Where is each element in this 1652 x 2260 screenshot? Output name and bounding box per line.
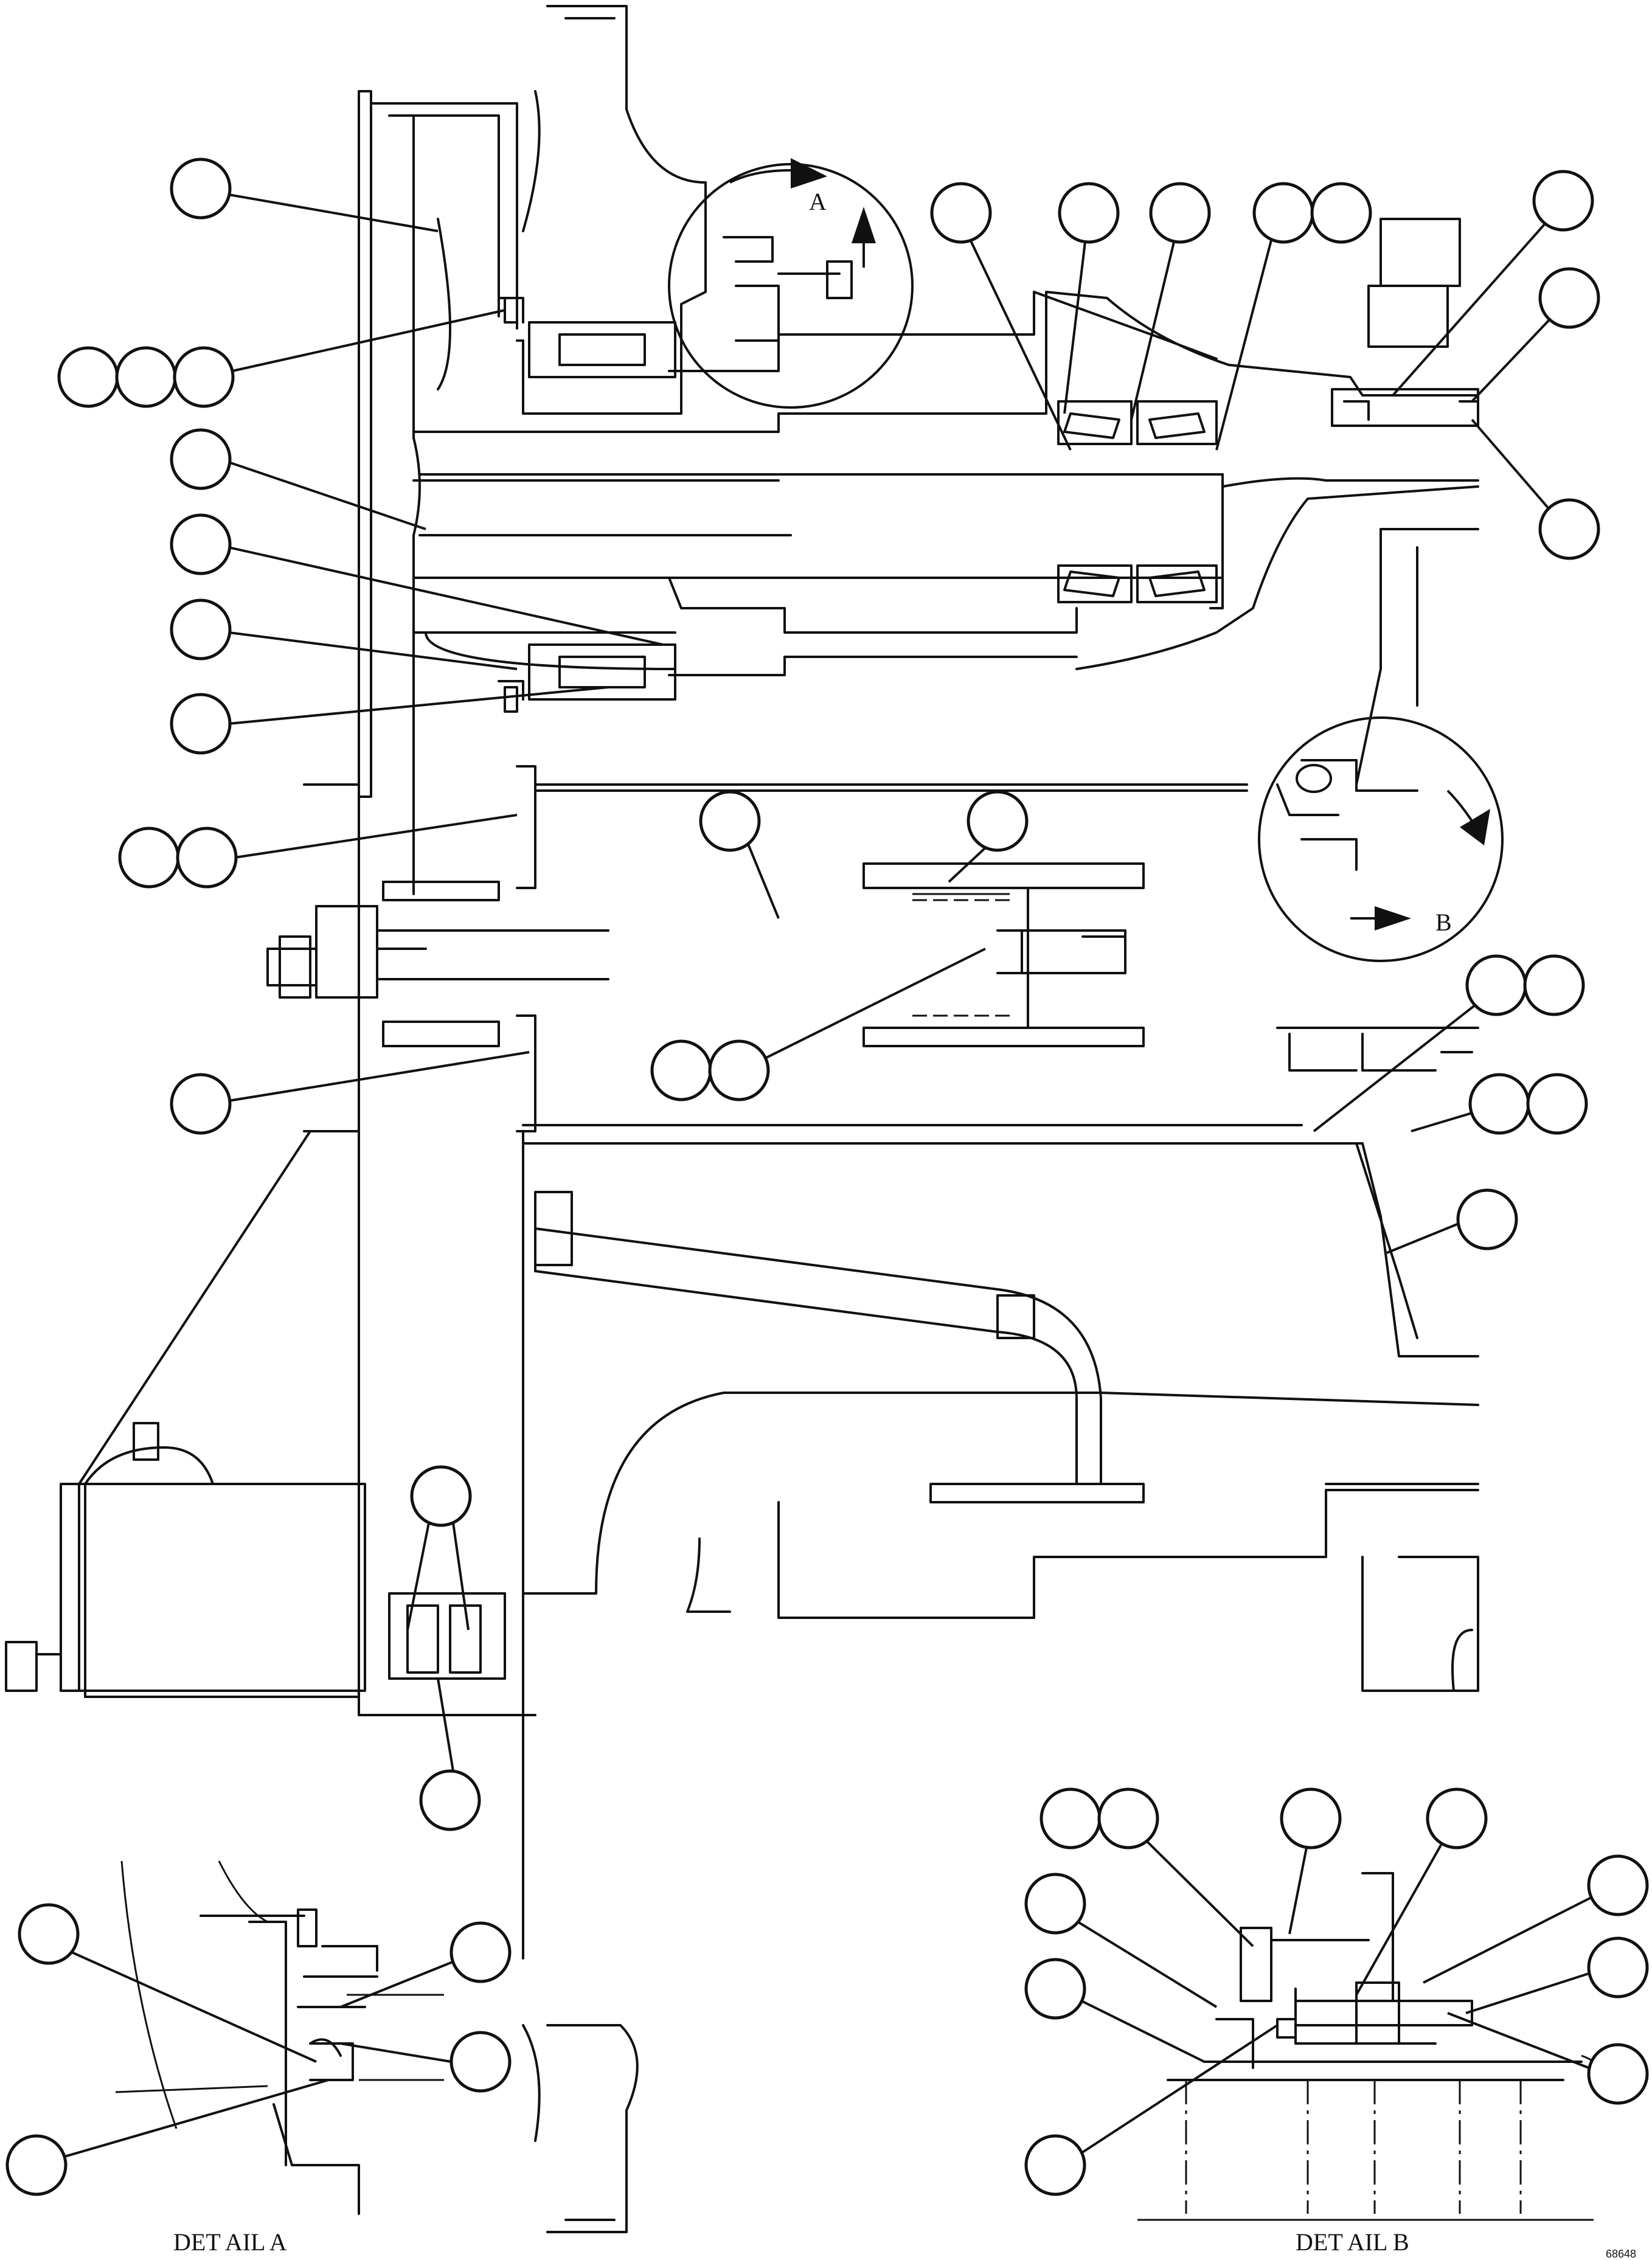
callout-balloon [449, 2031, 512, 2093]
callout-balloon [1587, 1936, 1649, 1998]
callout-balloon [930, 182, 992, 244]
callout-balloon [1097, 1787, 1159, 1849]
detail-a-title: DET AIL A [173, 2228, 287, 2256]
hub-bearing-left [498, 297, 676, 713]
main-housing [358, 5, 792, 2233]
callout-balloon [176, 827, 238, 889]
callout-balloon [170, 693, 232, 755]
callout-balloon [18, 1903, 80, 1965]
callout-balloon [1538, 267, 1600, 329]
lower-casting [522, 1191, 1479, 1692]
arrow-head-icon [791, 158, 827, 189]
callout-balloon [1587, 2043, 1649, 2105]
rotation-arrows [729, 158, 1490, 931]
callout-balloon [650, 1039, 712, 1101]
callout-balloon [1280, 1787, 1342, 1849]
callout-balloon [410, 1465, 472, 1527]
callout-balloon [170, 428, 232, 490]
callout-balloon [1039, 1787, 1102, 1849]
detail-b-view: DET AIL B [1024, 1787, 1649, 2256]
arrow-head-icon [1460, 809, 1490, 845]
callout-balloon [118, 827, 180, 889]
callout-balloon [1526, 1073, 1588, 1135]
callout-balloon [1468, 1073, 1530, 1135]
axle-shaft [418, 291, 1479, 676]
arrow-head-icon [1375, 906, 1411, 931]
drawing-number: 68648 [1606, 2248, 1636, 2260]
callout-balloon [1252, 182, 1314, 244]
detail-b-title: DET AIL B [1296, 2228, 1409, 2256]
callout-balloon [173, 346, 235, 408]
callout-balloon [1024, 1873, 1086, 1935]
detail-a-view: DET AIL A [5, 1860, 512, 2256]
callout-balloon [1523, 954, 1585, 1016]
callout-balloon [967, 790, 1029, 852]
callout-balloon [419, 1769, 481, 1831]
callout-balloon [170, 158, 232, 220]
callout-balloon [449, 1921, 512, 1983]
callout-balloon [1587, 1854, 1649, 1916]
center-plate [266, 765, 1303, 1960]
callout-balloon [1538, 498, 1600, 560]
callout-balloon [57, 346, 119, 408]
callout-balloon [115, 346, 177, 408]
splined-coupling [862, 862, 1145, 1047]
callout-balloon [1024, 1958, 1086, 2020]
detail-b-callout-circle [1258, 716, 1504, 962]
view-b-marker: B [1435, 909, 1452, 936]
callout-balloon [1149, 182, 1211, 244]
callout-balloon [5, 2134, 68, 2196]
right-flange-seals [1276, 218, 1479, 1357]
callout-balloon [170, 1073, 232, 1135]
callout-balloon [699, 790, 761, 852]
tapered-roller-bearing-upper [1057, 400, 1218, 603]
callout-balloon [1426, 1787, 1488, 1849]
callout-balloon [170, 513, 232, 575]
left-motor-mount [5, 1130, 536, 1716]
view-a-marker: A [809, 188, 827, 215]
callout-balloon [1058, 182, 1120, 244]
callout-balloon [170, 598, 232, 660]
callout-balloons [57, 158, 1600, 1831]
callout-balloon [708, 1039, 770, 1101]
arrow-head-icon [852, 207, 876, 243]
callout-balloon [1024, 2134, 1086, 2196]
callout-balloon [1310, 182, 1372, 244]
callout-balloon [1532, 170, 1594, 232]
callout-balloon [1456, 1188, 1518, 1250]
